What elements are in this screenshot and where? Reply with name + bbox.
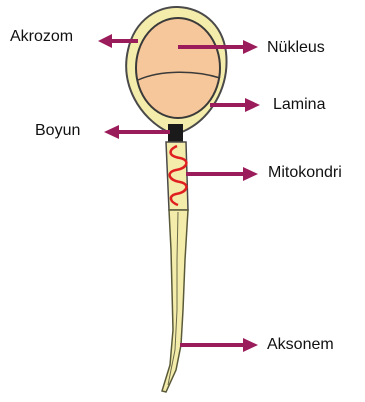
nucleus-shape xyxy=(136,18,220,118)
arrow-mitokondri xyxy=(186,167,258,181)
tail-shape xyxy=(162,210,188,392)
label-lamina: Lamina xyxy=(273,97,325,113)
label-nukleus: Nükleus xyxy=(267,40,325,56)
arrow-aksonem xyxy=(180,338,258,352)
label-aksonem: Aksonem xyxy=(267,337,334,353)
label-boyun: Boyun xyxy=(35,123,80,139)
label-mitokondri: Mitokondri xyxy=(268,165,342,181)
label-akrozom: Akrozom xyxy=(10,29,73,45)
neck-shape xyxy=(168,124,183,142)
